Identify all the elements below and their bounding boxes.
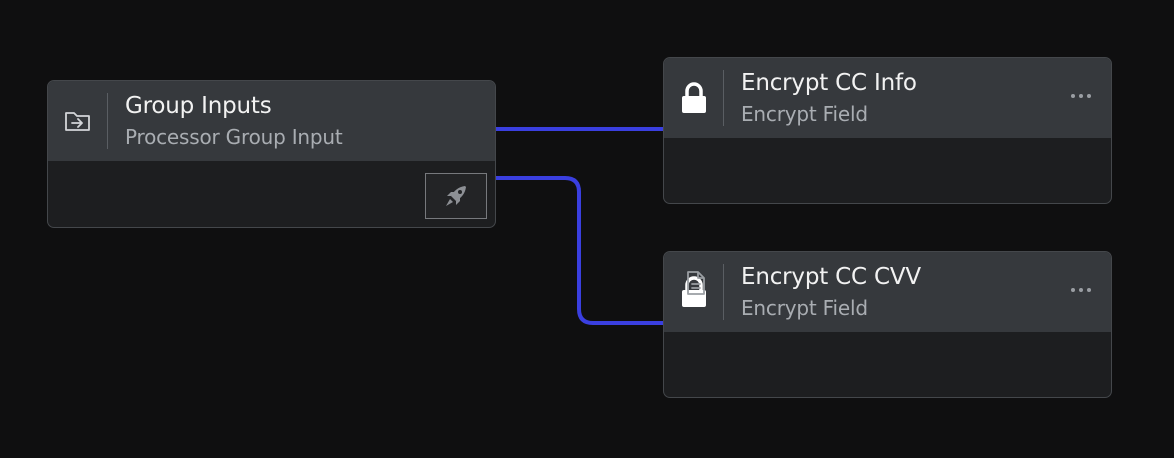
node-title: Encrypt CC CVV (741, 264, 921, 290)
header-divider (723, 264, 724, 320)
more-horizontal-icon[interactable] (1071, 94, 1091, 98)
edge-group-inputs-to-encrypt-cc-cvv[interactable] (496, 176, 663, 325)
node-title: Encrypt CC Info (741, 70, 917, 96)
node-title: Group Inputs (125, 93, 272, 119)
folder-arrow-in-icon (48, 81, 108, 161)
document-icon[interactable] (686, 270, 706, 296)
header-divider (107, 93, 108, 149)
run-button[interactable] (425, 173, 487, 219)
node-subtitle: Processor Group Input (125, 125, 343, 149)
node-header[interactable]: Encrypt CC CVV Encrypt Field (664, 252, 1111, 332)
node-subtitle: Encrypt Field (741, 296, 868, 320)
node-encrypt-cc-cvv[interactable]: Encrypt CC CVV Encrypt Field (663, 251, 1112, 398)
rocket-icon (446, 186, 466, 206)
node-header[interactable]: Encrypt CC Info Encrypt Field (664, 58, 1111, 138)
node-group-inputs[interactable]: Group Inputs Processor Group Input (47, 80, 496, 228)
lock-icon (664, 58, 724, 138)
header-divider (723, 70, 724, 126)
node-subtitle: Encrypt Field (741, 102, 868, 126)
node-encrypt-cc-info[interactable]: Encrypt CC Info Encrypt Field (663, 57, 1112, 204)
node-header[interactable]: Group Inputs Processor Group Input (48, 81, 495, 161)
more-horizontal-icon[interactable] (1071, 288, 1091, 292)
